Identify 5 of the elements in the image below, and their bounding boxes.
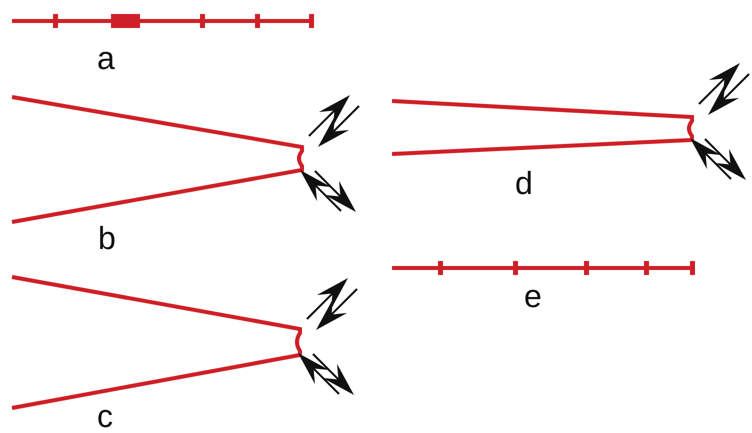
panel-letter: a	[97, 42, 115, 74]
panel-letter: b	[98, 222, 116, 254]
panel-letter: e	[524, 280, 542, 312]
panel-letter: d	[515, 167, 533, 199]
panel-letter: c	[97, 400, 113, 432]
